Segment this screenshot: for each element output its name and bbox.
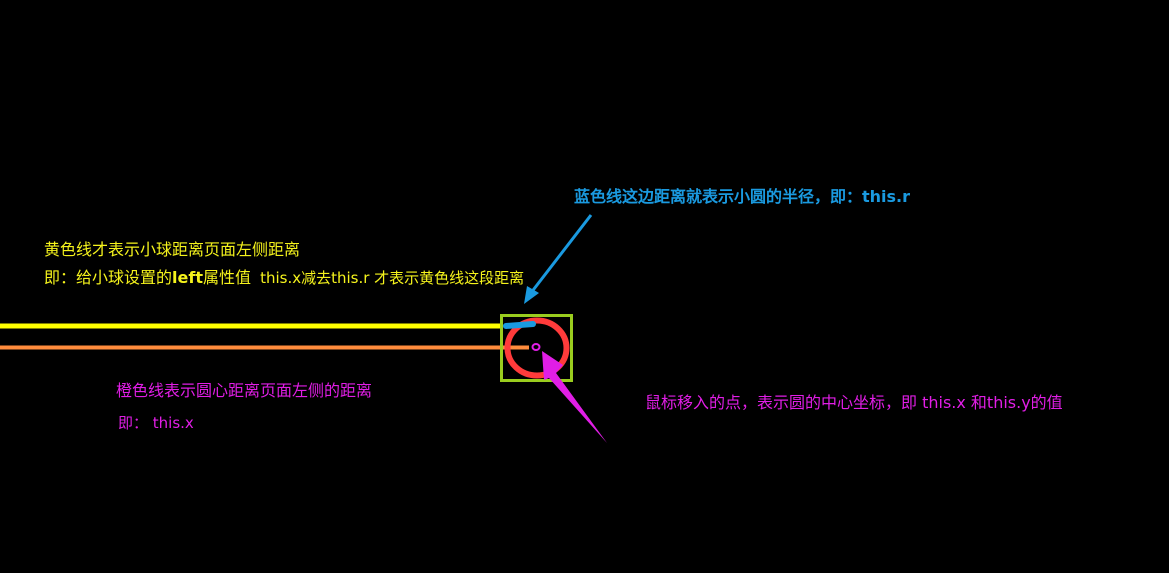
ball-bounding-box [500,314,573,382]
magenta-arrow [542,351,607,443]
blue-arrow-head [524,286,539,304]
orange-note-line1: 橙色线表示圆心距离页面左侧的距离 [116,381,373,400]
radius-line [503,321,536,329]
center-note: 鼠标移入的点，表示圆的中心坐标，即 this.x 和this.y的值 [645,393,1063,412]
yellow-note-line2-bold: left [172,268,203,287]
ball-circle [504,317,570,379]
orange-note-line2: 即： this.x [118,414,194,432]
yellow-note-line2-c: this.x减去this.r 才表示黄色线这段距离 [260,269,525,287]
yellow-note-line2: 即：给小球设置的left属性值 this.x减去this.r 才表示黄色线这段距… [44,268,524,288]
yellow-note-line2-a: 即：给小球设置的 [44,268,173,287]
yellow-note-line2-b: 属性值 [202,268,251,287]
radius-note: 蓝色线这边距离就表示小圆的半径，即：this.r [574,187,911,206]
center-point [531,343,541,351]
blue-arrow [525,214,593,299]
yellow-note-line1: 黄色线才表示小球距离页面左侧距离 [44,240,301,259]
